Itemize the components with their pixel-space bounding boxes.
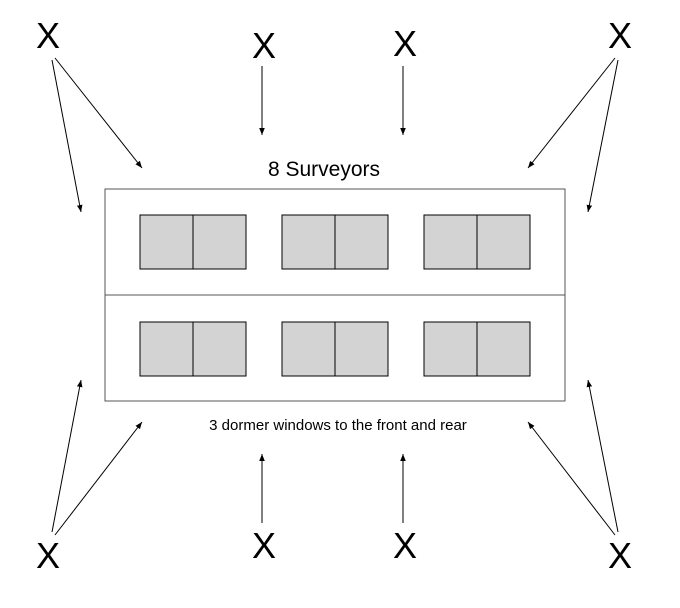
dormer-window bbox=[139, 214, 247, 270]
sight-line-arrow bbox=[54, 57, 143, 169]
sight-line-arrow bbox=[586, 379, 619, 533]
sight-line-arrow bbox=[51, 59, 83, 213]
dormer-window bbox=[139, 321, 247, 377]
diagram-title: 8 Surveyors bbox=[268, 158, 380, 181]
sight-line-arrow bbox=[527, 57, 616, 169]
surveyor-marker: X bbox=[36, 15, 60, 56]
sight-line-arrow bbox=[527, 421, 616, 536]
diagram-caption: 3 dormer windows to the front and rear bbox=[209, 417, 467, 434]
sight-line-arrow bbox=[54, 421, 143, 536]
sight-line-arrows bbox=[51, 57, 619, 536]
surveyor-markers: X X X X X X X X bbox=[36, 15, 632, 576]
dormer-window bbox=[423, 214, 531, 270]
dormer-window bbox=[281, 321, 389, 377]
surveyor-marker: X bbox=[608, 535, 632, 576]
surveyor-marker: X bbox=[252, 25, 276, 66]
surveyor-marker: X bbox=[608, 15, 632, 56]
dormer-window bbox=[423, 321, 531, 377]
surveyor-marker: X bbox=[252, 525, 276, 566]
sight-line-arrow bbox=[586, 59, 619, 213]
surveyor-marker: X bbox=[393, 23, 417, 64]
rear-dormer-windows bbox=[139, 321, 531, 377]
surveyor-marker: X bbox=[36, 535, 60, 576]
dormer-window bbox=[281, 214, 389, 270]
front-dormer-windows bbox=[139, 214, 531, 270]
surveyor-marker: X bbox=[393, 525, 417, 566]
sight-line-arrow bbox=[51, 379, 83, 533]
